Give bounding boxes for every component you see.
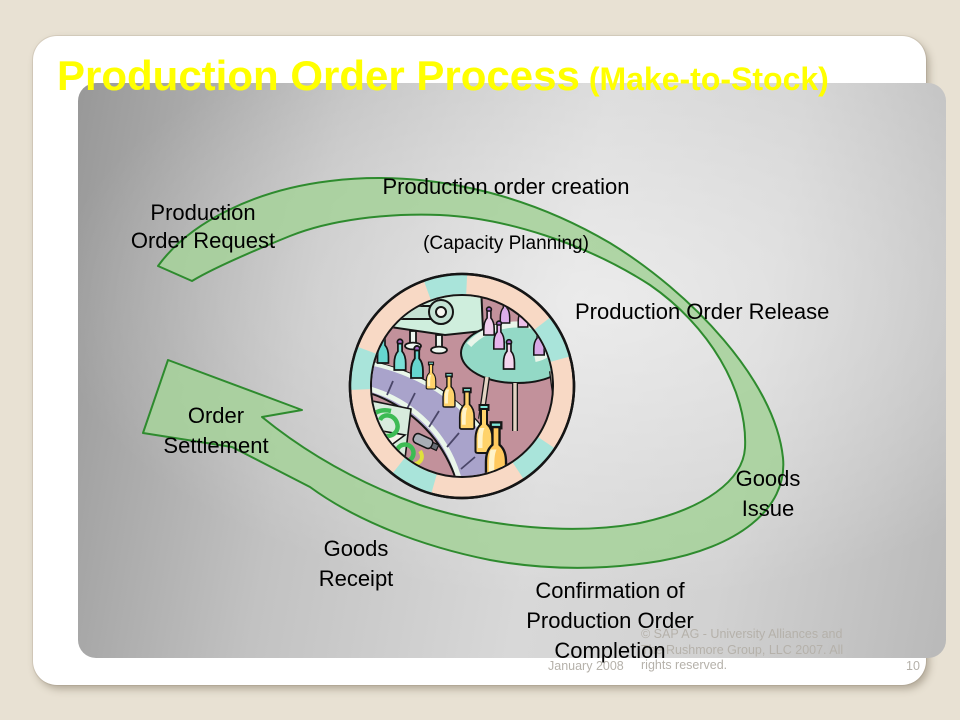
slide-title-main: Production Order Process	[57, 52, 580, 99]
creation-label-line1: Production order creation	[382, 174, 630, 199]
slide	[33, 36, 946, 685]
label-production-order-release: Production Order Release	[575, 299, 830, 324]
footer-copyright: © SAP AG - University Alliances and The …	[641, 627, 844, 672]
label-production-order-creation: Production order creation (Capacity Plan…	[382, 148, 629, 282]
label-confirmation-of-completion: Confirmation of Production Order Complet…	[526, 578, 694, 663]
label-production-order-request: Production Order Request	[130, 200, 276, 253]
creation-label-line2: (Capacity Planning)	[423, 233, 589, 254]
label-goods-receipt: Goods Receipt	[318, 536, 394, 591]
footer-date: January 2008	[548, 659, 624, 673]
label-order-settlement: Order Settlement	[163, 403, 269, 458]
slide-title-qualifier: (Make-to-Stock)	[588, 61, 829, 97]
label-goods-issue: Goods Issue	[735, 466, 801, 521]
slide-title: Production Order Process(Make-to-Stock)	[57, 52, 913, 100]
footer-page-number: 10	[906, 659, 920, 673]
